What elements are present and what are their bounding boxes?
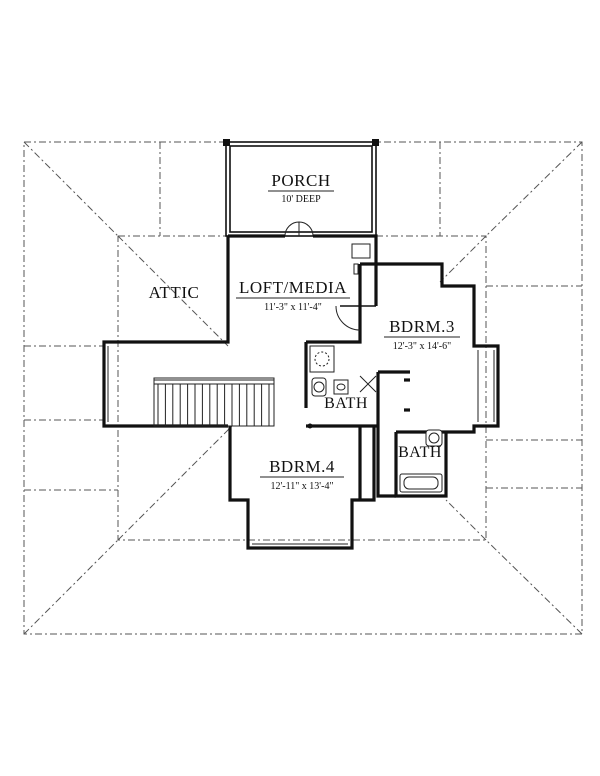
staircase	[153, 377, 275, 427]
fixtures	[307, 243, 443, 493]
attic-label: ATTIC	[149, 283, 200, 302]
bdrm4-label: BDRM.4	[269, 457, 335, 476]
bath-center-label: BATH	[324, 395, 368, 412]
porch-label: PORCH	[271, 171, 330, 190]
loft-label: LOFT/MEDIA	[239, 278, 347, 297]
bath-right-label: BATH	[398, 444, 442, 461]
bdrm4-dim: 12'-11" x 13'-4"	[270, 481, 333, 492]
porch-dim: 10' DEEP	[281, 194, 321, 205]
roof-outline	[23, 141, 583, 635]
room-labels: PORCH 10' DEEP ATTIC LOFT/MEDIA 11'-3" x…	[149, 171, 460, 492]
bdrm3-dim: 12'-3" x 14'-6"	[393, 341, 451, 352]
bdrm3-label: BDRM.3	[389, 317, 455, 336]
porch	[223, 139, 379, 237]
interior-walls	[304, 264, 410, 500]
exterior-walls	[102, 234, 500, 550]
loft-dim: 11'-3" x 11'-4"	[264, 302, 322, 313]
